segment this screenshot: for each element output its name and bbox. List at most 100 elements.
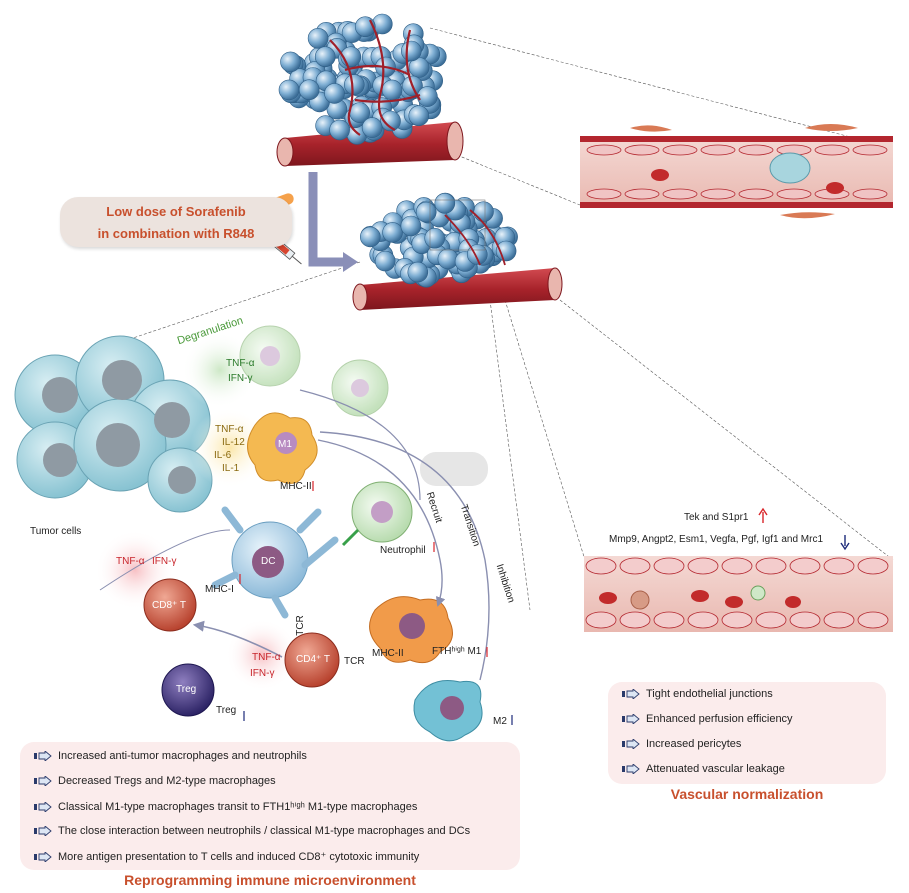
cd4t-label: CD4⁺ T <box>296 654 330 665</box>
treg-cell <box>161 663 215 717</box>
vascular-list-item: Enhanced perfusion efficiency <box>622 713 793 726</box>
il1-label: IL-1 <box>222 463 240 474</box>
immune-list-text-2: Classical M1-type macrophages transit to… <box>58 801 418 813</box>
tumor-top <box>276 13 464 167</box>
endothelial-cell <box>687 557 719 575</box>
immune-list-text-4: More antigen presentation to T cells and… <box>58 851 420 863</box>
hidden-label <box>420 452 488 486</box>
endothelial-cell <box>653 557 685 575</box>
vascular-list-item: Tight endothelial junctions <box>622 688 773 701</box>
tumor-ball <box>434 193 456 214</box>
tumor-ball <box>382 222 403 243</box>
genes-down-label: Mmp9, Angpt2, Esm1, Vegfa, Pgf, Igf1 and… <box>609 534 824 545</box>
glow <box>226 619 298 691</box>
pericyte <box>780 212 835 219</box>
cd8t-label: CD8⁺ T <box>152 600 186 611</box>
tumor-ball <box>495 240 517 262</box>
red-blood-cell <box>651 169 669 181</box>
immune-list-text-1: Decreased Tregs and M2-type macrophages <box>58 775 276 787</box>
red-blood-cell <box>691 590 709 602</box>
transition-arrow <box>317 439 446 607</box>
tumor-ball <box>324 83 345 104</box>
tumor-ball <box>473 201 494 222</box>
vessel-panel-top <box>580 124 893 219</box>
drug-line-2: in combination with R848 <box>97 226 255 241</box>
immune-list-text-0: Increased anti-tumor macrophages and neu… <box>58 750 307 762</box>
m2-label: M2 <box>493 716 507 727</box>
red-blood-cell <box>826 182 844 194</box>
tumor-ball <box>407 261 429 283</box>
vascular-list-text-1: Enhanced perfusion efficiency <box>646 713 793 725</box>
endothelial-cell <box>755 557 787 575</box>
endothelial-cell <box>857 611 889 629</box>
arrow-right-icon <box>34 801 52 814</box>
tnf-label: TNF-α <box>226 358 255 369</box>
arrow-right-icon <box>622 763 640 776</box>
cd4-to-cd8-arrow <box>192 620 283 658</box>
tnf-label-cd4: TNF-α <box>252 652 281 663</box>
treg-cell-label: Treg <box>176 684 197 695</box>
glow <box>182 332 258 408</box>
il6-label: IL-6 <box>214 450 232 461</box>
ifn-label-cd4: IFN-γ <box>250 668 275 679</box>
endothelial-cell <box>687 611 719 629</box>
glow <box>190 408 270 488</box>
tumor-ball <box>359 226 381 248</box>
tumor-top-balls <box>278 13 447 145</box>
endothelial-cell <box>857 557 889 575</box>
red-blood-cell <box>599 592 617 604</box>
immune-list-text-3: The close interaction between neutrophil… <box>58 825 471 837</box>
endothelial-cell <box>721 557 753 575</box>
arrow-right-icon <box>622 713 640 726</box>
arrow-right-icon <box>622 738 640 751</box>
endothelial-cell <box>789 557 821 575</box>
leaking-cell <box>769 152 811 184</box>
cd8-t-cell <box>143 578 197 632</box>
tumor-middle-vessels <box>444 209 506 266</box>
treg-label: Treg <box>216 705 237 716</box>
drug-box: Low dose of Sorafenib in combination wit… <box>60 197 292 247</box>
endothelial-cell <box>585 611 617 629</box>
endothelial-cell <box>700 188 736 200</box>
endothelial-cell <box>852 188 888 200</box>
vascular-list-text-3: Attenuated vascular leakage <box>646 763 785 775</box>
endothelial-cell <box>738 144 774 156</box>
tumor-ball <box>298 79 320 100</box>
endothelial-cell <box>789 611 821 629</box>
fth-m1-label: FTHʰⁱᵍʰ M1 <box>432 646 482 657</box>
mhc-ii-label-2: MHC-II <box>372 648 404 659</box>
arrow-right-icon <box>34 851 52 864</box>
tnf-label-m1: TNF-α <box>215 424 244 435</box>
tumor-cells-cluster <box>14 335 213 513</box>
tumor-ball <box>374 250 396 272</box>
immune-list-panel: Increased anti-tumor macrophages and neu… <box>20 742 520 870</box>
endothelial-cell <box>852 144 888 156</box>
tumor-ball <box>380 110 401 132</box>
endothelial-cell <box>823 611 855 629</box>
drug-line-1: Low dose of Sorafenib <box>106 204 246 219</box>
tumor-ball <box>417 86 438 107</box>
il12-label: IL-12 <box>222 437 245 448</box>
endothelial-cell <box>624 188 660 200</box>
tumor-ball <box>400 215 422 237</box>
m1-label: M1 <box>278 439 292 450</box>
tumor-ball <box>437 248 459 270</box>
endothelial-cell <box>662 144 698 156</box>
endothelial-cell <box>624 144 660 156</box>
dc-neutrophil-contact <box>341 528 360 547</box>
tumor-ball <box>343 74 365 95</box>
tumor-ball <box>415 201 437 223</box>
endothelial-cell <box>585 557 617 575</box>
neutrophil-label: Neutrophil <box>380 545 426 556</box>
endothelial-cell <box>662 188 698 200</box>
tumor-ball <box>307 27 329 49</box>
tumor-middle-balls <box>359 192 518 288</box>
endothelial-cell <box>721 611 753 629</box>
immune-list-item: Increased anti-tumor macrophages and neu… <box>34 750 307 763</box>
arrow-right-icon <box>34 775 52 788</box>
vascular-footer: Vascular normalization <box>670 786 824 802</box>
endothelial-cell <box>619 611 651 629</box>
endothelial-cell <box>776 188 812 200</box>
immune-footer: Reprogramming immune microenvironment <box>124 872 416 888</box>
